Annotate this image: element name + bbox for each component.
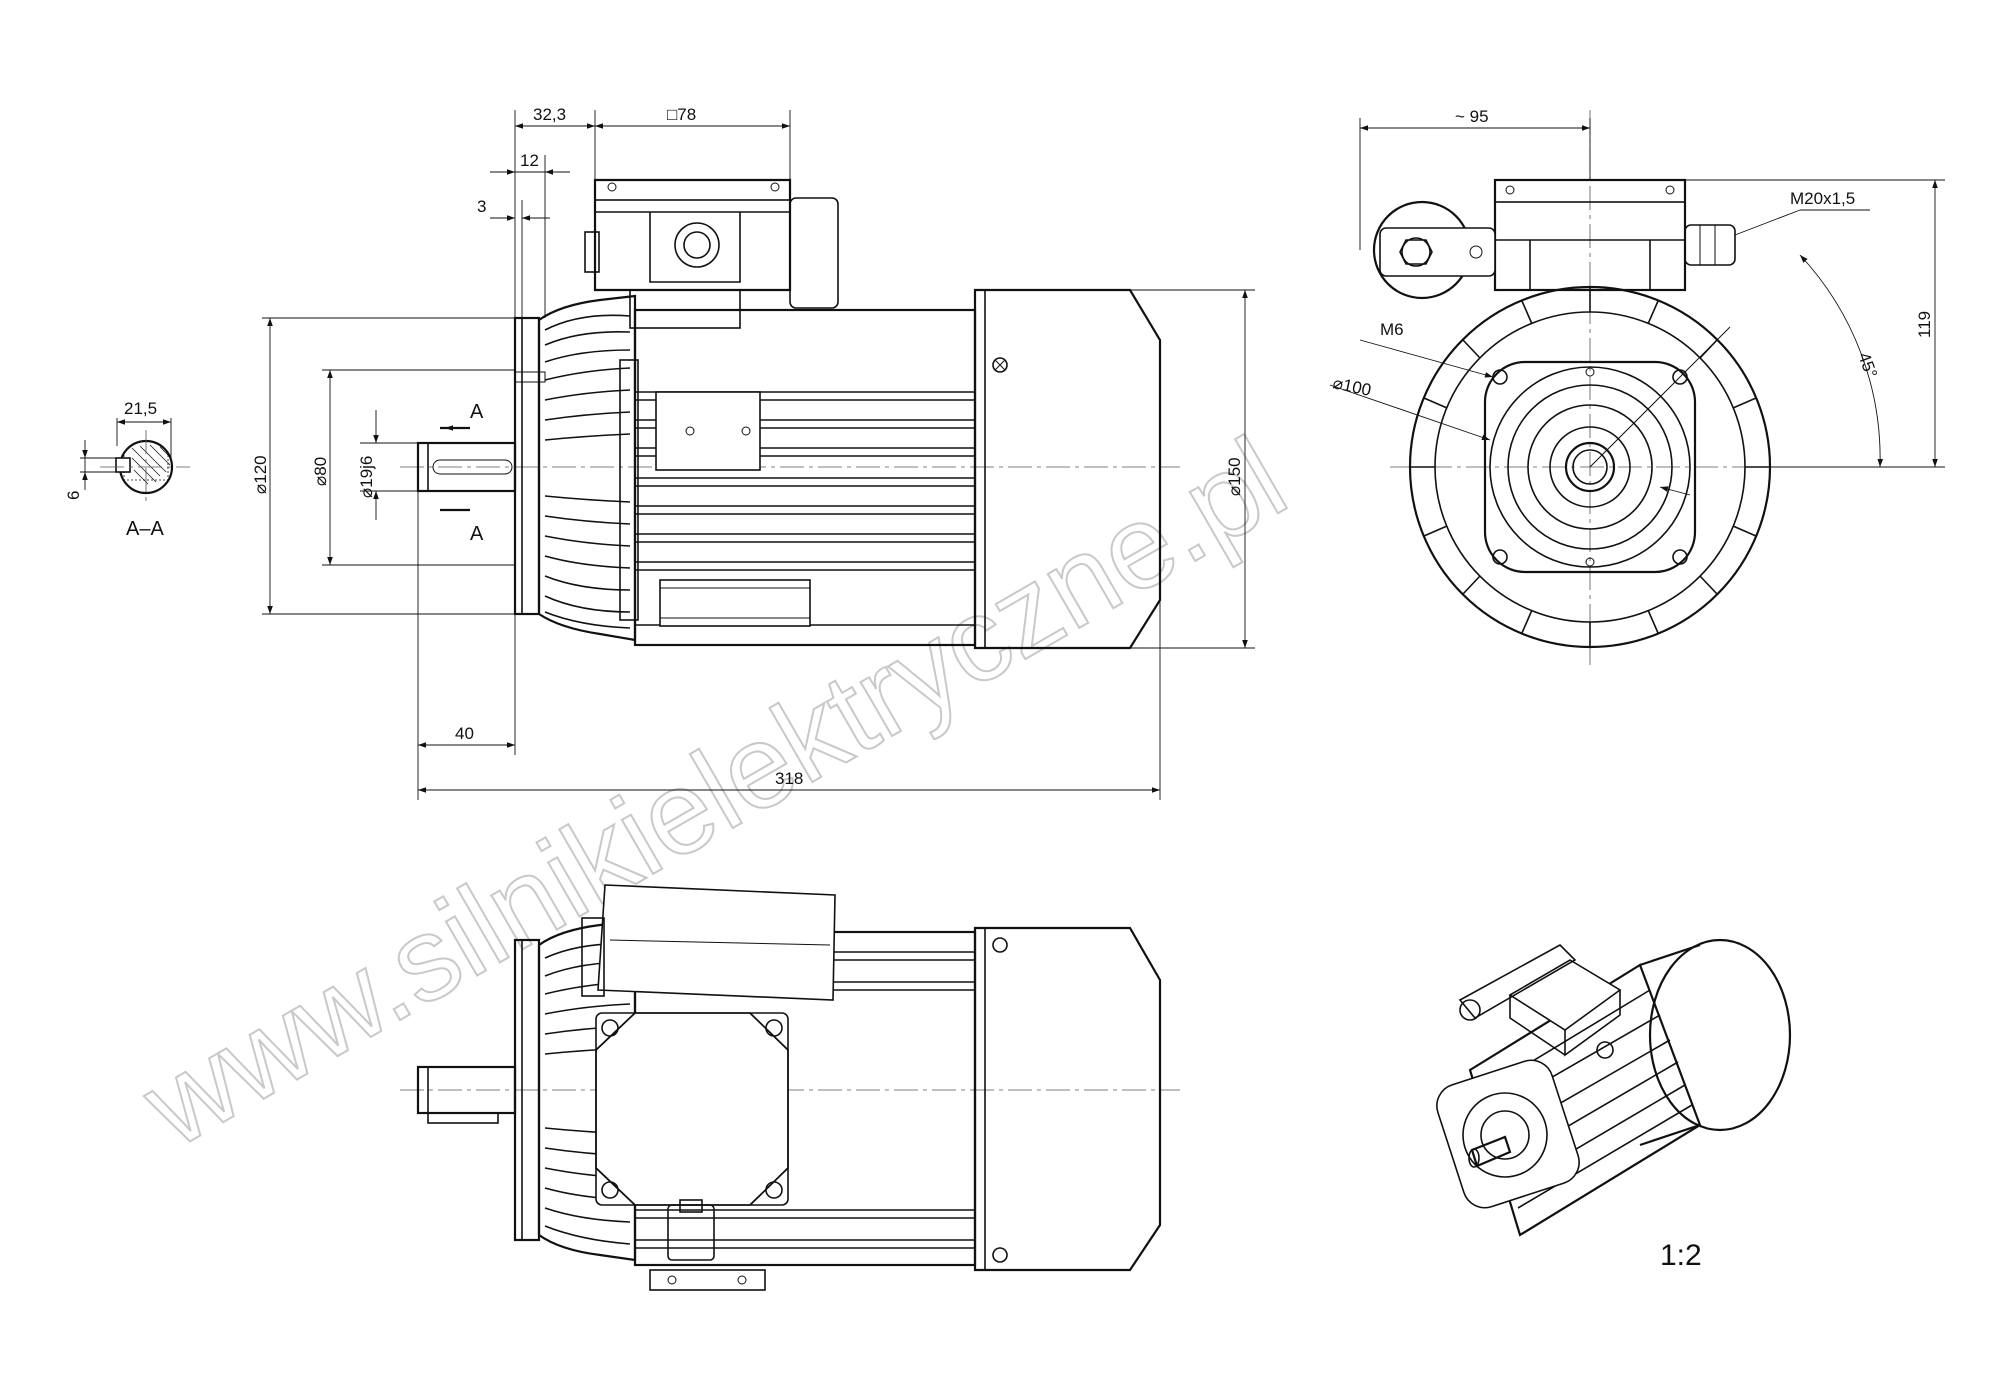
section-marker-bottom: A xyxy=(470,523,484,545)
cable-gland xyxy=(1684,224,1736,266)
dim-40: 40 xyxy=(455,724,474,743)
top-view xyxy=(400,884,1180,1291)
dim-m6: M6 xyxy=(1380,320,1404,339)
dim-45-deg: 45° xyxy=(1854,350,1881,381)
dim-diameter-100: ⌀100 xyxy=(1331,373,1373,400)
dim-32-3: 32,3 xyxy=(533,105,566,124)
bolt-holes xyxy=(1492,367,1688,567)
dim-12: 12 xyxy=(520,151,539,170)
terminal-box-top xyxy=(595,1012,789,1206)
radial-fins xyxy=(1410,287,1770,647)
key-slot xyxy=(115,457,131,473)
shaft-end xyxy=(1564,441,1616,493)
dim-diameter-120: ⌀120 xyxy=(251,455,270,494)
isometric-view: 1:2 xyxy=(1436,938,1792,1272)
flange xyxy=(513,316,541,616)
front-view: ~ 95 M20x1,5 119 45° M6 ⌀100 xyxy=(1329,107,1945,665)
dim-3: 3 xyxy=(477,197,486,216)
dim-approx-95: ~ 95 xyxy=(1455,107,1489,126)
dim-diameter-19j6: ⌀19j6 xyxy=(357,456,376,498)
section-label: A–A xyxy=(126,518,164,540)
dim-21-5: 21,5 xyxy=(124,399,157,418)
brake-lever xyxy=(1372,200,1496,300)
dim-square-78: □78 xyxy=(667,105,696,124)
dim-m20: M20x1,5 xyxy=(1790,189,1855,208)
dim-6: 6 xyxy=(64,491,83,500)
rating-plate xyxy=(659,579,811,627)
section-marker-top: A xyxy=(470,401,484,423)
cooling-fins xyxy=(544,314,631,629)
terminal-box xyxy=(593,178,792,292)
scale-label: 1:2 xyxy=(1660,1239,1702,1272)
section-a-a: 21,5 6 A–A xyxy=(64,399,190,540)
dim-119: 119 xyxy=(1915,311,1934,338)
dim-318: 318 xyxy=(775,769,803,788)
dim-diameter-150: ⌀150 xyxy=(1225,457,1244,496)
nameplate-bracket xyxy=(655,391,761,471)
fan-cover-top xyxy=(973,926,1162,1272)
dim-diameter-80: ⌀80 xyxy=(311,457,330,486)
flange-face xyxy=(1483,360,1697,574)
side-view: A A 32,3 □78 12 3 ⌀120 ⌀80 xyxy=(251,105,1255,800)
